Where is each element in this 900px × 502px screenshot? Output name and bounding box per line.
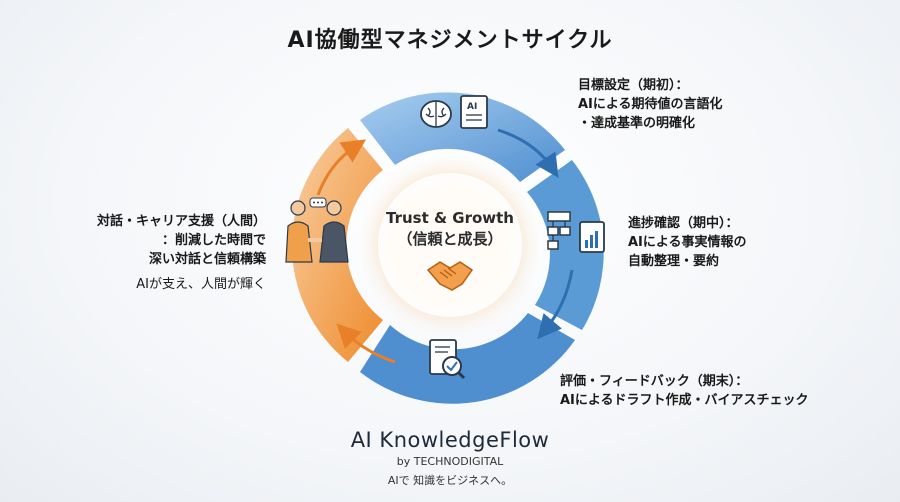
brand-name: AI KnowledgeFlow [350, 428, 550, 452]
ring-segment-goal [360, 92, 565, 182]
stage-progress-detail-2: 自動整理・要約 [628, 254, 720, 269]
stage-progress-label: 進捗確認（期中）： AIによる事実情報の 自動整理・要約 [628, 214, 747, 271]
ring-segment-progress [527, 160, 604, 330]
business-people-icon [285, 197, 349, 263]
stage-dialogue-label: 対話・キャリア支援（人間） ：削減した時間で 深い対話と信頼構築 AIが支え、人… [70, 212, 266, 294]
stage-evaluation-detail: AIによるドラフト作成・バイアスチェック [560, 393, 809, 408]
stage-goal-label: 目標設定（期初）： AIによる期待値の言語化 ・達成基準の明確化 [578, 76, 723, 133]
stage-progress-detail-1: AIによる事実情報の [628, 235, 747, 250]
document-check-magnifier-icon [429, 339, 466, 380]
stage-goal-detail-1: AIによる期待値の言語化 [578, 97, 723, 112]
center-label-line1: Trust & Growth [385, 209, 514, 227]
center-disc [378, 173, 522, 317]
report-chart-icon [579, 221, 605, 253]
stage-dialogue-detail-1: ：削減した時間で [161, 233, 266, 248]
brand-block: AI KnowledgeFlow by TECHNODIGITAL AIで 知識… [0, 428, 900, 488]
handshake-icon [426, 261, 474, 291]
stage-dialogue-detail-2: 深い対話と信頼構築 [148, 252, 266, 267]
diagram-title: AI協働型マネジメントサイクル [287, 28, 613, 53]
center-label-line2: （信頼と成長） [397, 230, 503, 248]
flowchart-icon [547, 211, 571, 250]
brand-byline: by TECHNODIGITAL [396, 455, 504, 468]
stage-goal-title: 目標設定（期初）： [578, 78, 689, 93]
stage-progress-title: 進捗確認（期中）： [628, 216, 739, 231]
stage-evaluation-label: 評価・フィードバック（期末）： AIによるドラフト作成・バイアスチェック [560, 372, 809, 410]
arrow-evaluation-to-dialogue [336, 323, 396, 364]
ai-document-icon: AI [460, 95, 488, 129]
arrow-goal-to-progress [497, 128, 559, 179]
stage-dialogue-slogan: AIが支え、人間が輝く [136, 277, 266, 292]
ring-segment-evaluation [360, 313, 575, 404]
stage-dialogue-title: 対話・キャリア支援（人間） [96, 214, 266, 229]
arrow-dialogue-to-goal [316, 139, 367, 196]
arrow-progress-to-evaluation [537, 269, 574, 340]
stage-goal-detail-2: ・達成基準の明確化 [578, 116, 696, 131]
stage-evaluation-title: 評価・フィードバック（期末）： [560, 374, 749, 389]
brain-icon [420, 100, 452, 128]
ai-doc-label: AI [467, 102, 477, 112]
center-label: Trust & Growth （信頼と成長） [370, 208, 530, 250]
brand-tagline: AIで 知識をビジネスへ。 [387, 474, 513, 487]
